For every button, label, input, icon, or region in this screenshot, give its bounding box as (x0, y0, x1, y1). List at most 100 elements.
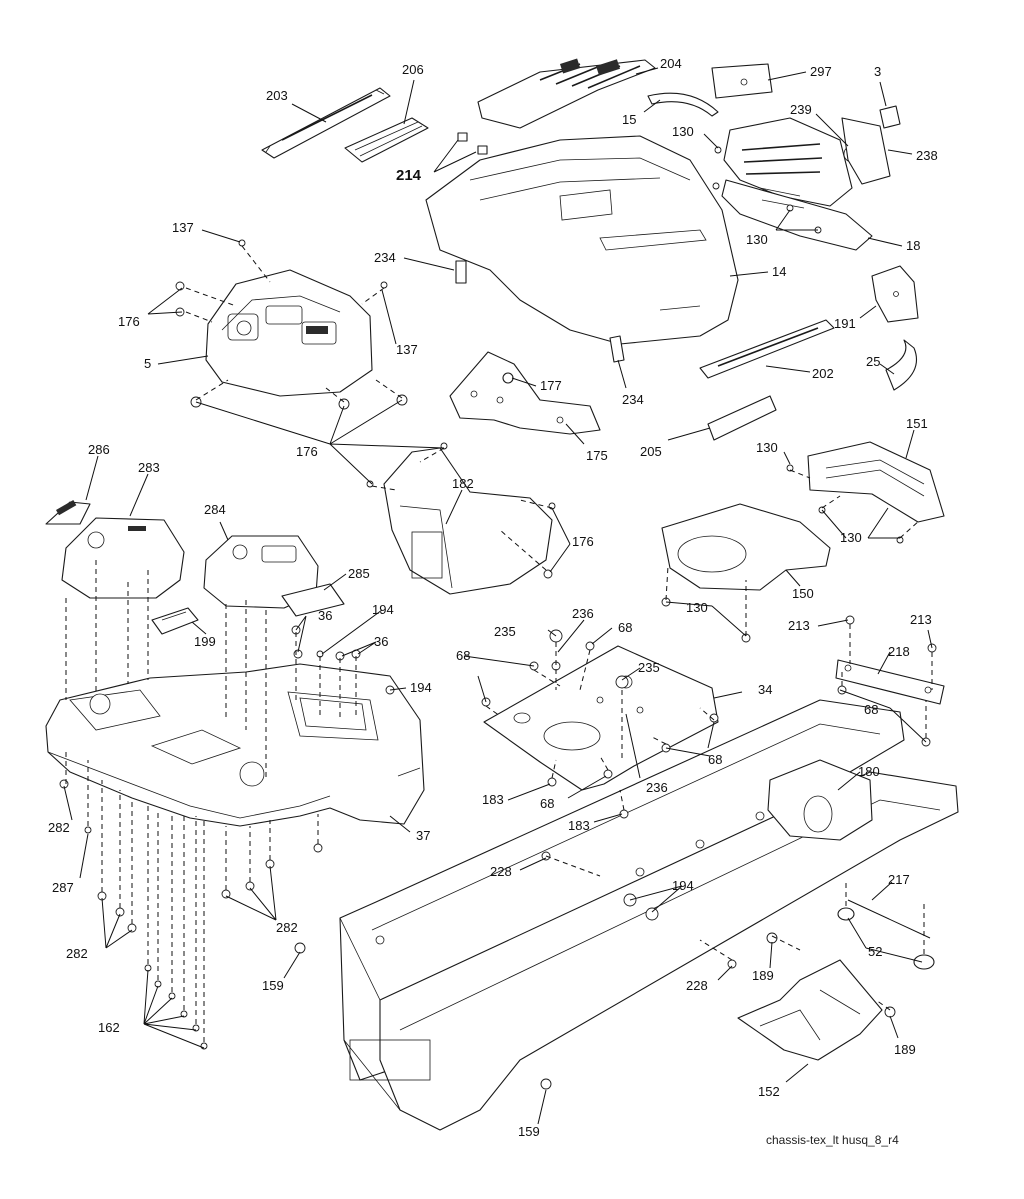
label-213-a: 213 (788, 618, 810, 633)
label-239: 239 (790, 102, 812, 117)
label-130-b: 130 (746, 232, 768, 247)
label-236-b: 236 (646, 780, 668, 795)
label-194-a: 194 (372, 602, 394, 617)
label-282-c: 282 (276, 920, 298, 935)
part-25-bracket (885, 339, 918, 391)
label-36-a: 36 (318, 608, 332, 623)
label-176-c: 176 (572, 534, 594, 549)
label-177: 177 (540, 378, 562, 393)
label-180: 180 (858, 764, 880, 779)
part-191-cover (871, 265, 919, 323)
label-130-c: 130 (756, 440, 778, 455)
part-3-plate (879, 105, 901, 129)
label-297: 297 (810, 64, 832, 79)
label-130-e: 130 (686, 600, 708, 615)
label-130-a: 130 (672, 124, 694, 139)
label-191: 191 (834, 316, 856, 331)
label-214: 214 (396, 167, 422, 184)
part-238-lens (841, 117, 891, 185)
part-204-hood-grille (477, 58, 656, 129)
label-130-d: 130 (840, 530, 862, 545)
part-297-cover (711, 63, 773, 99)
label-3: 3 (874, 64, 881, 79)
part-151-bracket (807, 441, 945, 523)
label-194-b: 194 (410, 680, 432, 695)
label-235-b: 235 (638, 660, 660, 675)
label-217: 217 (888, 872, 910, 887)
part-206-grille (344, 117, 429, 163)
label-68-b: 68 (456, 648, 470, 663)
label-182: 182 (452, 476, 474, 491)
part-37-fender-deck (45, 663, 425, 827)
label-189-b: 189 (894, 1042, 916, 1057)
label-234-b: 234 (622, 392, 644, 407)
label-37: 37 (416, 828, 430, 843)
label-206: 206 (402, 62, 424, 77)
part-218-bracket (835, 659, 945, 705)
part-18-bumper (721, 179, 873, 251)
label-52: 52 (868, 944, 882, 959)
label-203: 203 (266, 88, 288, 103)
part-205-strip (707, 395, 777, 441)
part-177-fastener (502, 372, 514, 384)
label-137-b: 137 (396, 342, 418, 357)
part-152-cover (737, 959, 883, 1061)
label-286: 286 (88, 442, 110, 457)
label-218: 218 (888, 644, 910, 659)
part-14-hood (425, 135, 739, 345)
label-287: 287 (52, 880, 74, 895)
label-176-a: 176 (118, 314, 140, 329)
part-182-lower-dash (383, 447, 553, 595)
part-203-dash-trim (261, 87, 391, 159)
part-283-left-console (61, 517, 185, 599)
label-228-b: 228 (686, 978, 708, 993)
label-68-a: 68 (618, 620, 632, 635)
label-213-b: 213 (910, 612, 932, 627)
label-204: 204 (660, 56, 682, 71)
label-159-b: 159 (518, 1124, 540, 1139)
part-285-insert (281, 583, 345, 617)
part-5-dash-panel (205, 269, 373, 397)
part-15-strip (647, 92, 719, 117)
leader-lines (63, 67, 933, 1125)
label-183-b: 183 (568, 818, 590, 833)
part-175-bracket (449, 351, 601, 435)
label-283: 283 (138, 460, 160, 475)
label-199: 199 (194, 634, 216, 649)
part-199-plate (151, 607, 199, 635)
label-189-a: 189 (752, 968, 774, 983)
assembly-lines (65, 245, 933, 1042)
label-282-a: 282 (48, 820, 70, 835)
part-234-clip (455, 260, 625, 363)
label-34: 34 (758, 682, 772, 697)
label-234-a: 234 (374, 250, 396, 265)
label-25: 25 (866, 354, 880, 369)
label-68-e: 68 (540, 796, 554, 811)
label-159-a: 159 (262, 978, 284, 993)
label-18: 18 (906, 238, 920, 253)
diagram-caption: chassis-tex_lt husq_8_r4 (766, 1133, 899, 1147)
label-202: 202 (812, 366, 834, 381)
part-202-side-grille (699, 319, 835, 379)
label-36-b: 36 (374, 634, 388, 649)
part-217-rod (847, 899, 931, 939)
label-176-b: 176 (296, 444, 318, 459)
label-14: 14 (772, 264, 786, 279)
label-236-a: 236 (572, 606, 594, 621)
label-285: 285 (348, 566, 370, 581)
label-175: 175 (586, 448, 608, 463)
label-284: 284 (204, 502, 226, 517)
part-52-nut (837, 907, 935, 970)
label-282-b: 282 (66, 946, 88, 961)
part-214-clip (457, 132, 488, 155)
part-286-knob (45, 500, 91, 525)
label-5: 5 (144, 356, 151, 371)
part-150-fender-frame (661, 503, 831, 591)
label-205: 205 (640, 444, 662, 459)
label-137-a: 137 (172, 220, 194, 235)
label-238: 238 (916, 148, 938, 163)
label-228-a: 228 (490, 864, 512, 879)
label-152: 152 (758, 1084, 780, 1099)
part-180-bracket (767, 759, 873, 841)
